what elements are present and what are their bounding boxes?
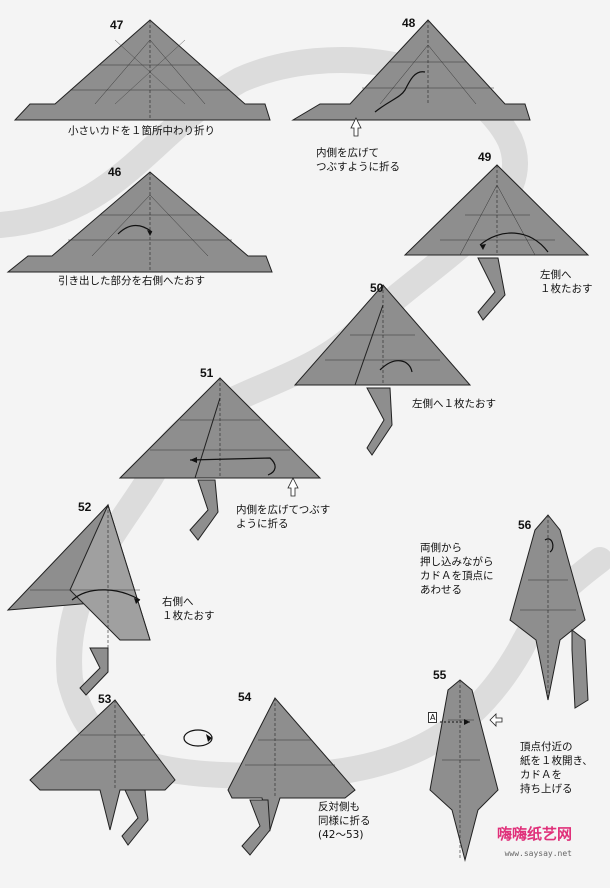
- watermark-url: www.saysay.net: [505, 849, 572, 858]
- step-caption: 両側から 押し込みながら カドＡを頂点に あわせる: [420, 541, 494, 597]
- step-caption: 左側へ １枚たおす: [540, 268, 593, 296]
- step-number: 52: [78, 500, 91, 514]
- watermark-brand: 嗨嗨纸艺网: [497, 823, 572, 844]
- step-number: 48: [402, 16, 415, 30]
- step-number: 51: [200, 366, 213, 380]
- step-number: 47: [110, 18, 123, 32]
- step-caption: 右側へ １枚たおす: [162, 595, 215, 623]
- turn-over-icon: [184, 730, 212, 746]
- step-48-figure: [293, 20, 530, 136]
- step-caption: 引き出した部分を右側へたおす: [58, 274, 205, 288]
- step-number: 46: [108, 165, 121, 179]
- step-50-figure: [295, 285, 470, 455]
- step-caption: 内側を広げてつぶす ように折る: [236, 503, 330, 531]
- step-number: 54: [238, 690, 251, 704]
- flow-path: [0, 60, 600, 776]
- step-53-figure: [30, 700, 175, 845]
- step-number: 53: [98, 692, 111, 706]
- step-49-figure: [405, 165, 588, 320]
- step-number: 49: [478, 150, 491, 164]
- step-caption: 内側を広げて つぶすように折る: [316, 146, 400, 174]
- step-number: 55: [433, 668, 446, 682]
- step-caption: 反対側も 同様に折る (42〜53): [318, 800, 371, 842]
- step-56-figure: [510, 515, 588, 708]
- corner-a-marker: A: [428, 712, 437, 723]
- step-caption: 左側へ１枚たおす: [412, 397, 496, 411]
- step-number: 56: [518, 518, 531, 532]
- step-number: 50: [370, 281, 383, 295]
- step-caption: 小さいカドを１箇所中わり折り: [68, 124, 215, 138]
- step-caption: 頂点付近の 紙を１枚開き、 カドＡを 持ち上げる: [520, 740, 593, 796]
